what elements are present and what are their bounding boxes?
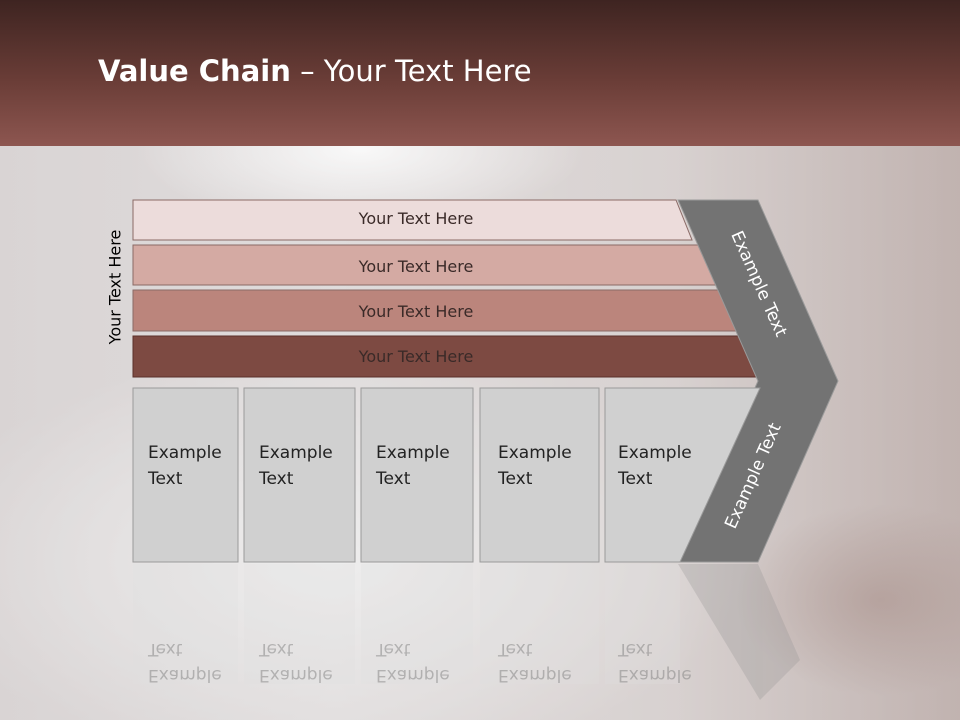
header-bar: Value Chain – Your Text Here xyxy=(0,0,960,146)
column-4-line2: Text xyxy=(498,469,533,489)
column-3-line1: Example xyxy=(376,443,450,463)
row-1-shape xyxy=(132,199,693,241)
column-4-line1: Example xyxy=(498,443,572,463)
column-5-line2: Text xyxy=(618,469,653,489)
row-3-label: Your Text Here xyxy=(358,302,474,321)
column-2-box xyxy=(243,387,356,563)
row-2-label: Your Text Here xyxy=(358,257,474,276)
row-1-label: Your Text Here xyxy=(358,209,474,228)
column-3-box xyxy=(360,387,474,563)
column-1-box xyxy=(132,387,239,563)
column-5-box xyxy=(604,387,761,563)
column-1-line1: Example xyxy=(148,443,222,463)
column-2-line2: Text xyxy=(259,469,294,489)
title-bold: Value Chain xyxy=(98,54,291,88)
column-2-line1: Example xyxy=(259,443,333,463)
column-4-box xyxy=(479,387,600,563)
column-5-line1: Example xyxy=(618,443,692,463)
row-4-label: Your Text Here xyxy=(358,347,474,366)
column-1-line2: Text xyxy=(148,469,183,489)
slide-title: Value Chain – Your Text Here xyxy=(98,54,532,88)
column-3-line2: Text xyxy=(376,469,411,489)
reflection xyxy=(133,564,800,700)
title-rest: – Your Text Here xyxy=(290,54,532,88)
